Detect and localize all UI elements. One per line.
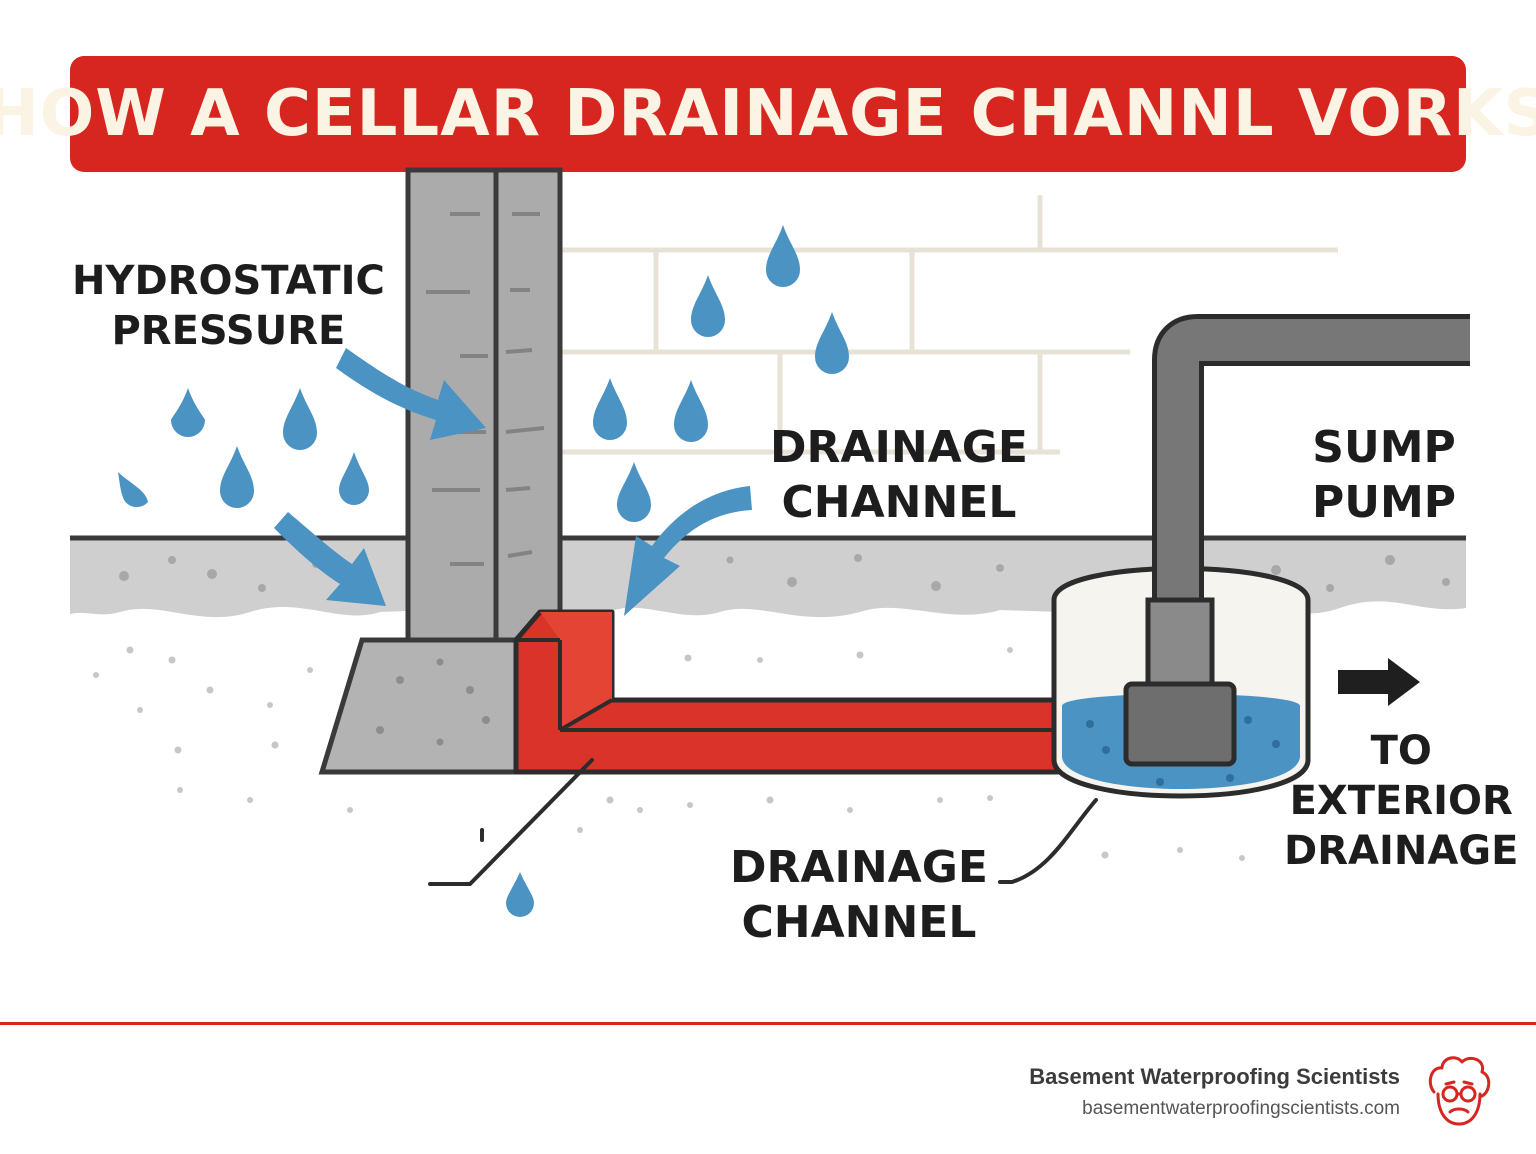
water-drops xyxy=(118,225,849,917)
drainage-channel xyxy=(513,609,1061,775)
label-drainage-channel-upper: DRAINAGE CHANNEL xyxy=(770,422,1028,528)
label-sump-pump: SUMP PUMP xyxy=(1312,422,1457,528)
scientist-logo-icon xyxy=(1428,1056,1491,1126)
label-drainage-channel-lower: DRAINAGE CHANNEL xyxy=(730,842,988,948)
page-title: HOW A CELLAR DRAINAGE CHANNL VORKS xyxy=(0,77,1536,151)
label-to-exterior-drainage: TO EXTERIOR DRAINAGE xyxy=(1284,728,1519,874)
brand-name: Basement Waterproofing Scientists xyxy=(1029,1064,1400,1089)
soil-dots xyxy=(93,646,1245,861)
label-hydrostatic-pressure: HYDROSTATIC PRESSURE xyxy=(72,258,385,354)
footer-divider xyxy=(0,1022,1536,1025)
brick-wall xyxy=(562,195,1338,455)
sump-pump xyxy=(1123,314,1470,767)
brand-url[interactable]: basementwaterproofingscientists.com xyxy=(1082,1098,1400,1119)
pressure-arrows xyxy=(274,348,752,616)
title-banner: HOW A CELLAR DRAINAGE CHANNL VORKS xyxy=(0,56,1536,172)
wall-footing xyxy=(318,637,519,775)
exterior-arrow xyxy=(1338,658,1420,706)
drainage-diagram xyxy=(70,167,1470,917)
leader-lines xyxy=(428,758,1098,886)
